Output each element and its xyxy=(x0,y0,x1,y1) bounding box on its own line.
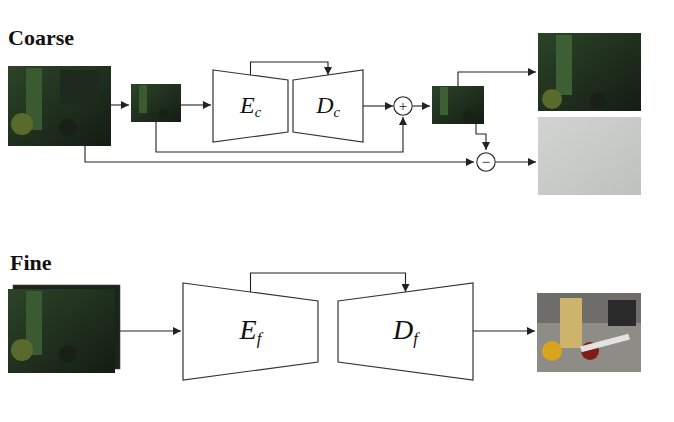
section-label: Coarse xyxy=(8,26,74,50)
encoder-block: Ec xyxy=(213,70,288,142)
operator-sign: − xyxy=(482,155,490,170)
connector-arrow xyxy=(363,105,393,106)
block-name: Ec xyxy=(240,93,261,120)
decoder-block: Df xyxy=(338,283,473,380)
subtract-symbol: − xyxy=(476,152,496,172)
skip-connection xyxy=(251,273,406,292)
fine-output-image xyxy=(537,293,641,372)
downsampled-image xyxy=(131,84,181,122)
coarse-output-small xyxy=(432,86,484,124)
block-name: Df xyxy=(393,316,418,348)
section-label: Fine xyxy=(10,251,52,275)
decoder-block: Dc xyxy=(293,70,363,142)
operator-sign: + xyxy=(399,99,407,114)
add-symbol: + xyxy=(393,96,413,116)
input-image xyxy=(8,66,111,146)
skip-connection xyxy=(251,62,329,75)
block-name: Dc xyxy=(316,93,340,120)
block-name: Ef xyxy=(240,316,262,348)
encoder-block: Ef xyxy=(183,283,318,380)
residual-image xyxy=(538,117,641,195)
fine-input-stack xyxy=(8,285,120,373)
coarse-output-image xyxy=(538,33,641,111)
